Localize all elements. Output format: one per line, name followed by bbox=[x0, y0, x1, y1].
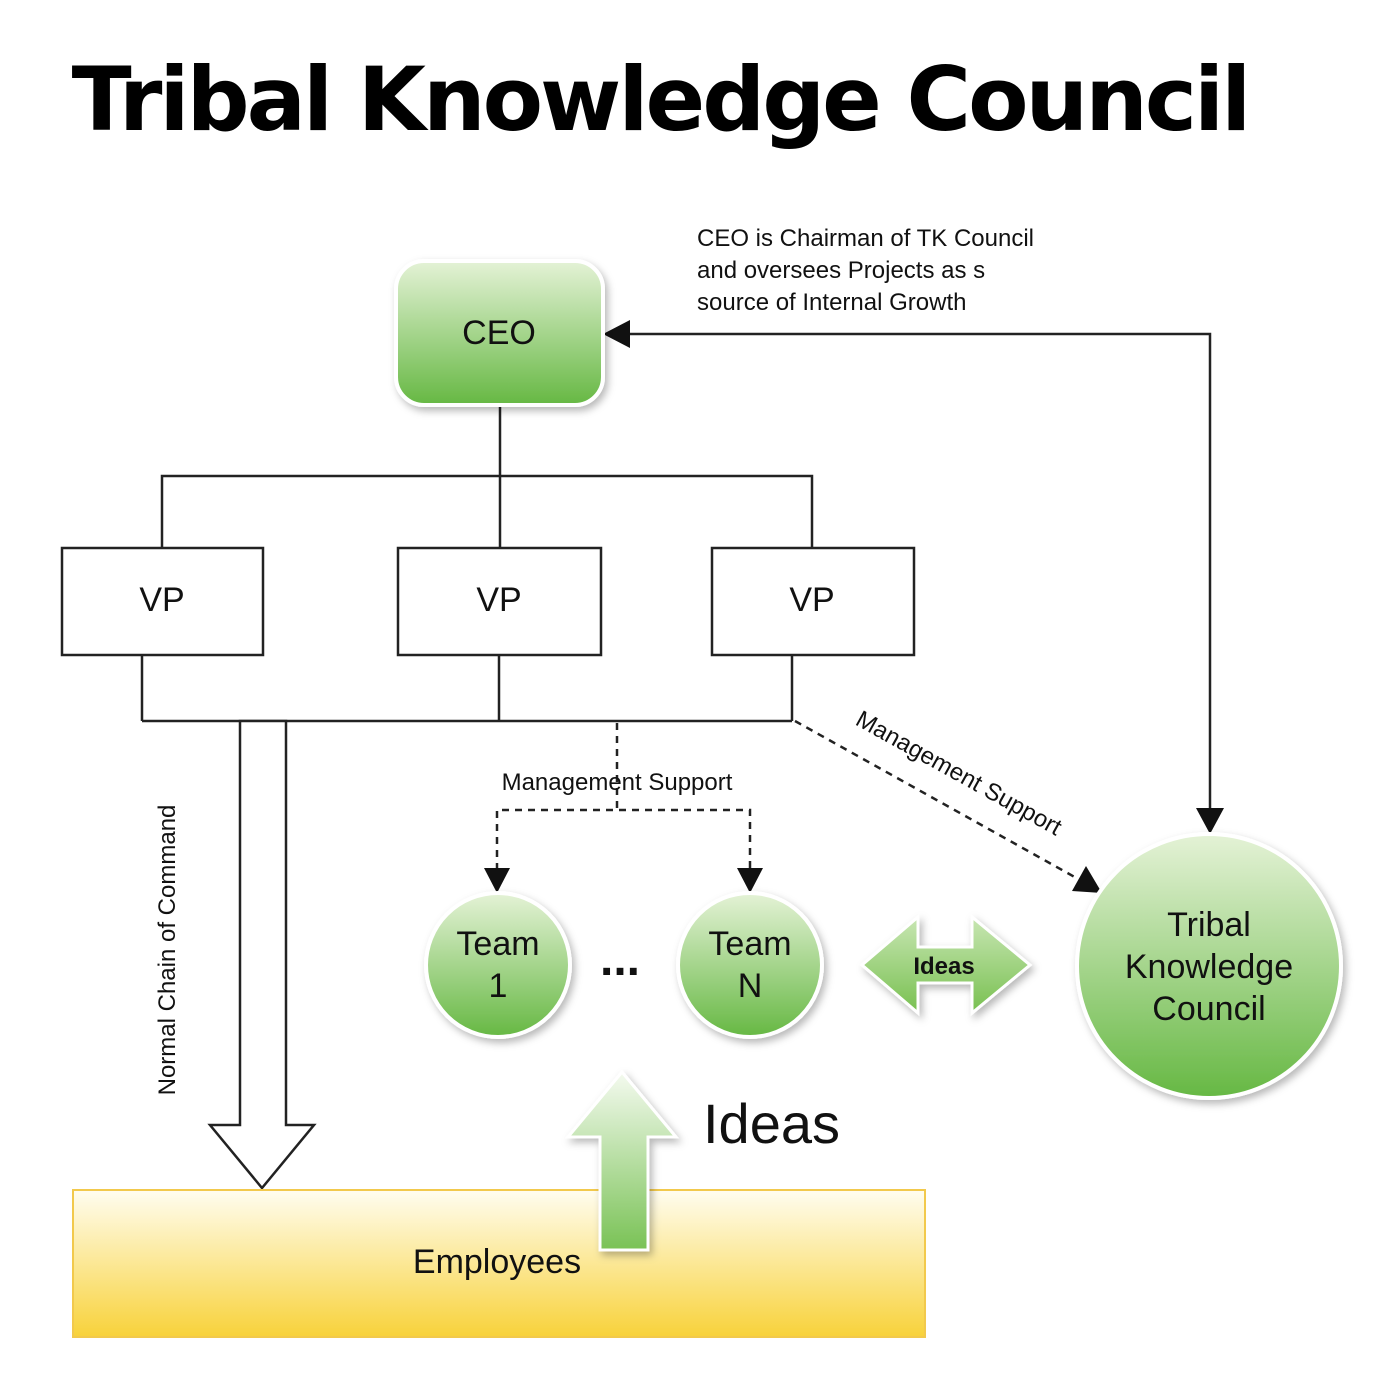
mgmt-support-label-center: Management Support bbox=[502, 769, 733, 796]
team-n-line-1: Team bbox=[708, 925, 791, 963]
arrowhead-to-council bbox=[1196, 808, 1224, 834]
arrowhead-team-n bbox=[737, 868, 763, 893]
teams-ellipsis: ... bbox=[600, 933, 640, 986]
team-n-line-2: N bbox=[738, 967, 763, 1005]
chain-of-command-arrow: Normal Chain of Command bbox=[154, 719, 317, 1190]
ideas-up-label: Ideas bbox=[703, 1092, 840, 1155]
vp-label-2: VP bbox=[476, 581, 521, 619]
team-1-line-1: Team bbox=[456, 925, 539, 963]
vp-label-3: VP bbox=[789, 581, 834, 619]
mgmt-support-team-connectors bbox=[495, 723, 752, 870]
council-line-3: Council bbox=[1152, 990, 1265, 1028]
ceo-node: CEO bbox=[394, 259, 605, 407]
ideas-exchange-arrow: Ideas bbox=[859, 913, 1033, 1017]
chain-of-command-label: Normal Chain of Command bbox=[154, 805, 181, 1096]
ceo-note-line-3: source of Internal Growth bbox=[697, 289, 966, 316]
team-node-n: Team N bbox=[676, 891, 824, 1039]
mgmt-support-council-connector: Management Support bbox=[794, 706, 1102, 893]
team-node-1: Team 1 bbox=[424, 891, 572, 1039]
employees-node: Employees bbox=[72, 1189, 926, 1338]
ceo-note-line-2: and oversees Projects as s bbox=[697, 257, 985, 284]
employees-label: Employees bbox=[413, 1243, 581, 1281]
mgmt-support-label-diagonal: Management Support bbox=[851, 706, 1066, 842]
ceo-label: CEO bbox=[462, 314, 536, 352]
ceo-note: CEO is Chairman of TK Council and overse… bbox=[697, 225, 1034, 316]
page-title: Tribal Knowledge Council bbox=[72, 48, 1249, 151]
vp-node-2: VP bbox=[396, 546, 603, 657]
vp-node-1: VP bbox=[60, 546, 265, 657]
ceo-note-line-1: CEO is Chairman of TK Council bbox=[697, 225, 1034, 252]
arrowhead-to-ceo bbox=[603, 320, 630, 348]
council-line-2: Knowledge bbox=[1125, 948, 1293, 986]
council-line-1: Tribal bbox=[1167, 906, 1251, 944]
ideas-up-arrow bbox=[564, 1069, 680, 1252]
council-node: Tribal Knowledge Council bbox=[1075, 832, 1343, 1100]
vp-node-3: VP bbox=[710, 546, 916, 657]
arrowhead-team-1 bbox=[484, 868, 510, 893]
ideas-exchange-label: Ideas bbox=[913, 953, 974, 980]
ceo-council-connector bbox=[603, 320, 1224, 834]
team-1-line-2: 1 bbox=[489, 967, 508, 1005]
vp-label-1: VP bbox=[139, 581, 184, 619]
